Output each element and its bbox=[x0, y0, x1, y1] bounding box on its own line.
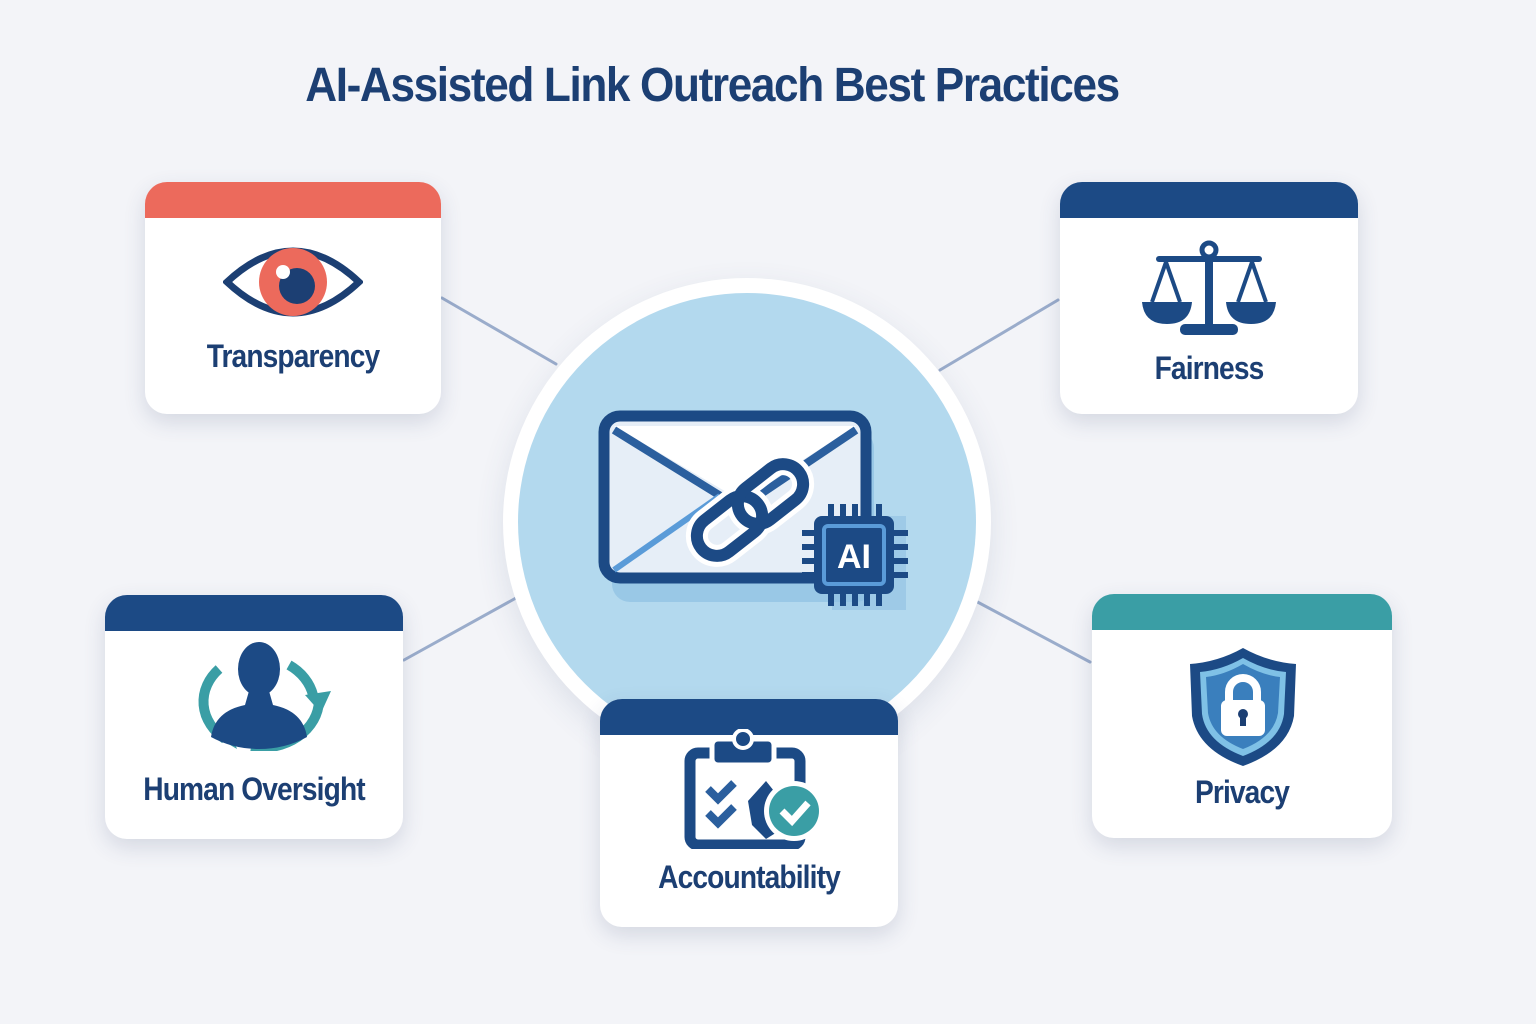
scales-icon bbox=[1142, 240, 1276, 335]
card-header-bar bbox=[600, 699, 898, 735]
shield-lock-icon bbox=[1190, 648, 1296, 766]
eye-icon bbox=[223, 247, 363, 317]
card-label: Accountability bbox=[658, 859, 841, 895]
card-label: Privacy bbox=[1194, 774, 1290, 810]
person-cycle-icon bbox=[198, 642, 331, 751]
card-label: Fairness bbox=[1154, 350, 1265, 386]
card-accountability: Accountability bbox=[600, 699, 898, 927]
card-human-oversight: Human Oversight bbox=[105, 595, 403, 839]
card-label: Transparency bbox=[206, 338, 380, 374]
card-header-bar bbox=[105, 595, 403, 631]
ai-chip-icon: AI bbox=[802, 504, 908, 610]
card-fairness: Fairness bbox=[1060, 182, 1358, 414]
page-title: AI-Assisted Link Outreach Best Practices bbox=[305, 59, 1120, 112]
card-header-bar bbox=[1060, 182, 1358, 218]
card-label: Human Oversight bbox=[143, 771, 365, 807]
card-transparency: Transparency bbox=[145, 182, 441, 414]
svg-text:AI: AI bbox=[837, 538, 871, 576]
card-privacy: Privacy bbox=[1092, 594, 1392, 838]
clipboard-check-icon bbox=[684, 729, 824, 849]
card-header-bar bbox=[1092, 594, 1392, 630]
card-header-bar bbox=[145, 182, 441, 218]
email-link-ai-chip-icon: AI bbox=[598, 410, 908, 610]
